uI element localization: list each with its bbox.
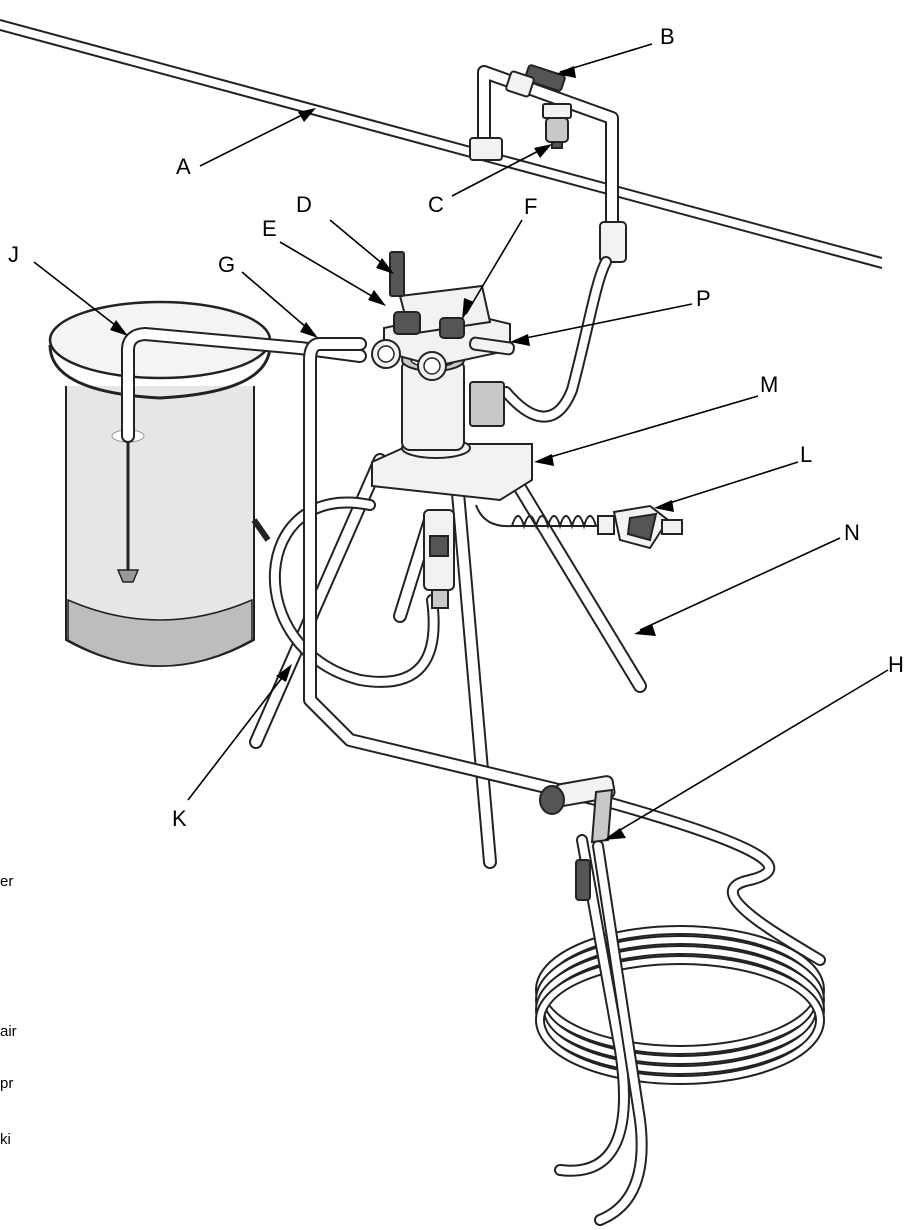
side-fragment-1: er	[0, 873, 13, 890]
callout-E: E	[262, 216, 277, 241]
callout-G: G	[218, 252, 235, 277]
spray-gun-and-hose	[535, 775, 826, 1226]
side-fragment-2: air	[0, 1023, 17, 1040]
pump-assembly	[371, 251, 533, 609]
side-fragment-3: pr	[0, 1075, 13, 1092]
callout-J: J	[8, 242, 19, 267]
ground-clamp-wire	[475, 504, 683, 550]
callout-labels: A B C D E F G H J K L M N P	[8, 24, 904, 831]
callout-L: L	[800, 442, 812, 467]
pressure-regulators	[371, 311, 515, 381]
air-filter	[542, 103, 572, 149]
callout-H: H	[888, 652, 904, 677]
callout-P: P	[696, 286, 711, 311]
suction-tube	[121, 327, 367, 443]
air-drop-piping	[469, 64, 627, 263]
callout-C: C	[428, 192, 444, 217]
fluid-supply-tube	[303, 337, 607, 807]
callout-M: M	[760, 372, 778, 397]
callout-N: N	[844, 520, 860, 545]
callout-K: K	[172, 806, 187, 831]
material-bucket	[48, 300, 272, 667]
clipped-side-text: er air pr ki	[0, 873, 17, 1148]
callout-D: D	[296, 192, 312, 217]
callout-F: F	[524, 194, 537, 219]
callout-B: B	[660, 24, 675, 49]
side-fragment-4: ki	[0, 1131, 11, 1148]
air-hose	[500, 256, 612, 423]
air-supply-line	[0, 19, 883, 269]
callout-A: A	[176, 154, 191, 179]
callout-leaders	[33, 43, 889, 840]
